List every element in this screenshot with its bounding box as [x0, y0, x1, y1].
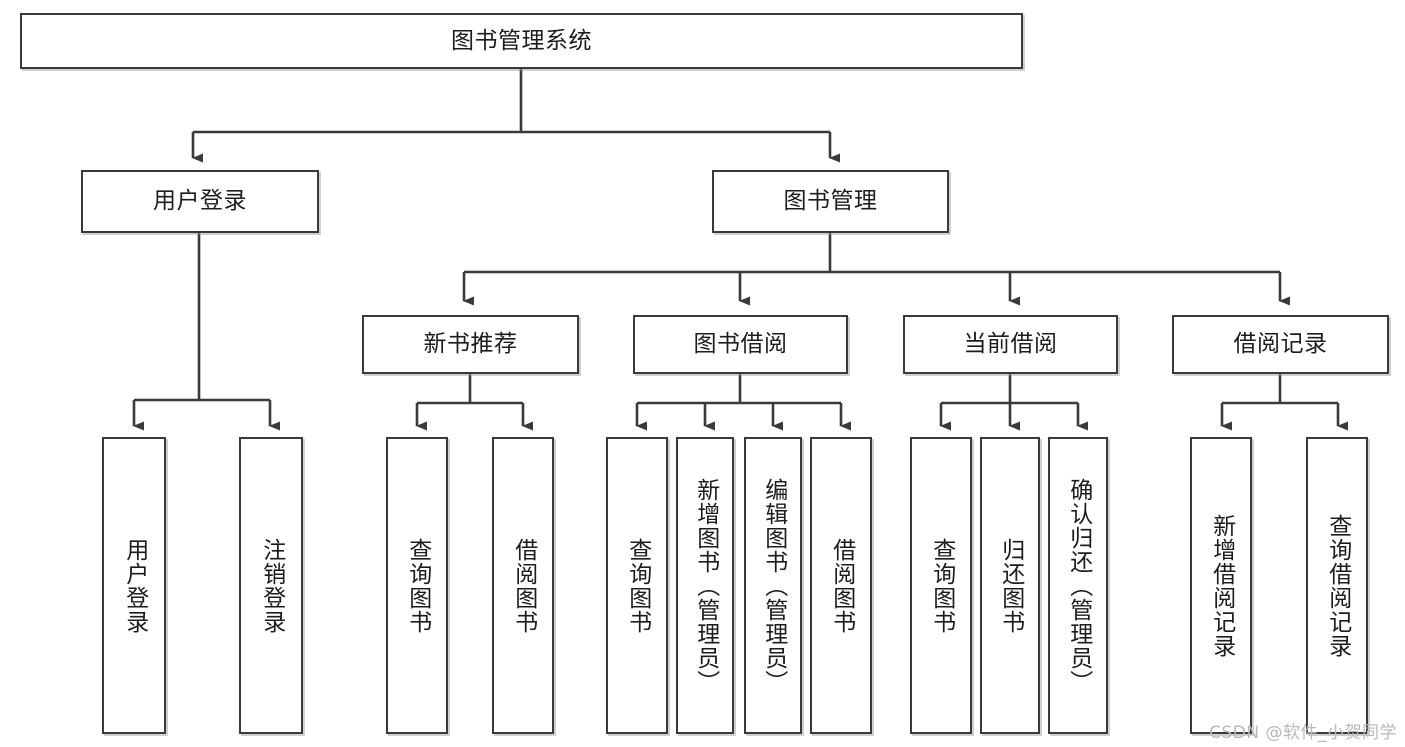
node-leaf-logout-login[interactable]: 注销登录 [239, 437, 303, 734]
node-label: 图书管理系统 [451, 27, 592, 54]
node-label: 注销登录 [258, 537, 285, 634]
node-label: 查询图书 [624, 537, 651, 634]
node-label: 查询图书 [928, 537, 955, 634]
node-leaf-edit-book[interactable]: 编辑图书（管理员） [744, 437, 802, 734]
node-label: 新书推荐 [423, 331, 518, 358]
node-label: 编辑图书（管理员） [760, 477, 787, 694]
node-leaf-query-book-3[interactable]: 查询图书 [910, 437, 972, 734]
node-book-manage[interactable]: 图书管理 [712, 170, 949, 233]
node-current-borrow[interactable]: 当前借阅 [903, 315, 1118, 374]
node-leaf-user-login[interactable]: 用户登录 [102, 437, 166, 734]
node-label: 借阅图书 [828, 537, 855, 634]
node-label: 查询图书 [404, 537, 431, 634]
node-label: 借阅记录 [1233, 331, 1328, 358]
node-label: 新增图书（管理员） [692, 477, 719, 694]
node-leaf-borrow-book-2[interactable]: 借阅图书 [810, 437, 872, 734]
node-label: 用户登录 [121, 537, 148, 634]
node-leaf-add-book[interactable]: 新增图书（管理员） [676, 437, 734, 734]
node-root-system[interactable]: 图书管理系统 [20, 13, 1023, 69]
node-leaf-query-book-1[interactable]: 查询图书 [386, 437, 448, 734]
node-leaf-query-book-2[interactable]: 查询图书 [606, 437, 668, 734]
node-label: 图书管理 [783, 188, 878, 215]
node-leaf-confirm-return[interactable]: 确认归还（管理员） [1048, 437, 1108, 734]
node-label: 用户登录 [153, 188, 247, 215]
node-leaf-return-book[interactable]: 归还图书 [980, 437, 1040, 734]
node-user-login[interactable]: 用户登录 [81, 170, 319, 233]
node-label: 图书借阅 [693, 331, 788, 358]
node-label: 归还图书 [997, 537, 1024, 634]
node-borrow-record[interactable]: 借阅记录 [1172, 315, 1389, 374]
node-label: 当前借阅 [963, 331, 1058, 358]
node-book-borrow[interactable]: 图书借阅 [633, 315, 848, 374]
node-label: 借阅图书 [510, 537, 537, 634]
node-label: 新增借阅记录 [1208, 513, 1235, 658]
node-leaf-borrow-book-1[interactable]: 借阅图书 [492, 437, 554, 734]
csdn-watermark: CSDN @软件_小贺同学 [1209, 723, 1397, 743]
node-new-book-recommend[interactable]: 新书推荐 [362, 315, 579, 374]
node-leaf-add-record[interactable]: 新增借阅记录 [1190, 437, 1252, 734]
node-leaf-query-record[interactable]: 查询借阅记录 [1306, 437, 1368, 734]
node-label: 查询借阅记录 [1324, 513, 1351, 658]
node-label: 确认归还（管理员） [1065, 477, 1092, 694]
